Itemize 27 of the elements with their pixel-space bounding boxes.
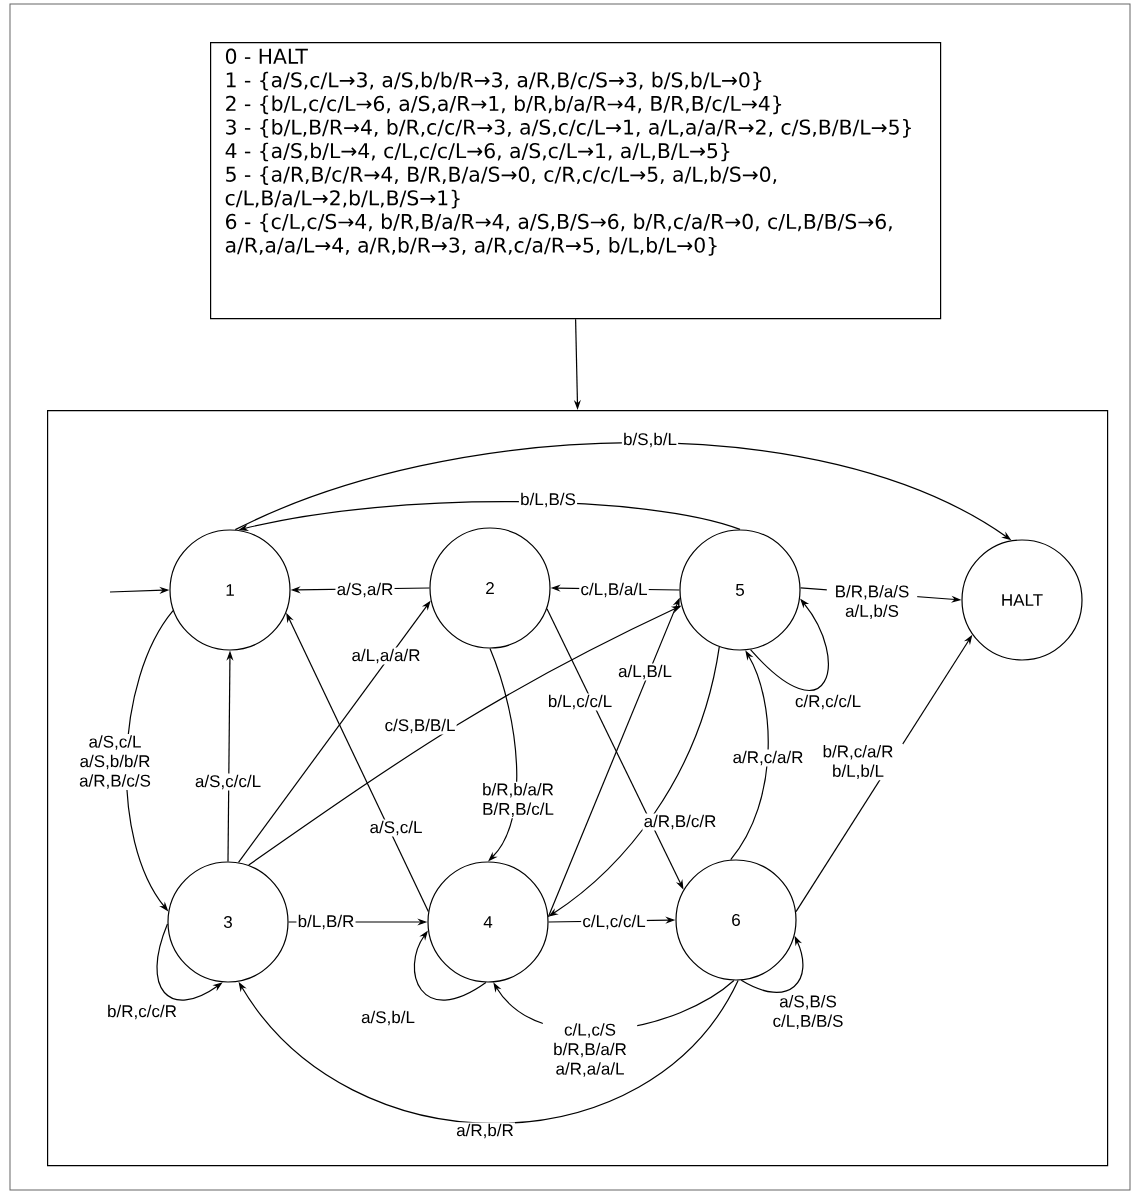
edge-label: a/R,c/a/R [731, 749, 805, 767]
edge-label: c/L,B/a/L [579, 581, 649, 599]
edge-label: a/L,B/L [616, 663, 674, 681]
edge-label: a/S,a/R [335, 581, 395, 599]
arrow [238, 979, 739, 1125]
edge-label: b/L,B/S [518, 491, 578, 509]
edge-label: a/S,c/L a/S,b/b/R a/R,B/c/S [69, 734, 161, 790]
edge-label: b/L,B/R [296, 913, 356, 931]
edge-label: a/S,c/c/L [193, 773, 263, 791]
edge-label: B/R,B/a/S a/L,b/S [826, 583, 918, 621]
edge-label: b/R,c/c/R [105, 1003, 179, 1021]
edge-label: a/S,B/S c/L,B/B/S [762, 993, 854, 1031]
edge-label: a/S,b/L [359, 1009, 417, 1027]
edge-label: a/R,b/R [455, 1122, 515, 1140]
edge-label: c/L,c/c/L [581, 913, 647, 931]
edge-label: a/R,B/c/R [642, 813, 718, 831]
edge-label: a/L,a/a/R [350, 647, 422, 665]
edge-label: c/S,B/B/L [383, 717, 457, 735]
edge-label: b/L,c/c/L [546, 693, 614, 711]
edge-label: c/L,c/S b/R,B/a/R a/R,a/a/L [542, 1022, 638, 1078]
transition-table-box: 0 - HALT 1 - {a/S,c/L→3, a/S,b/b/R→3, a/R,B/c/S→3, b/S,b/L→0} 2 - {b/L,c/c/L→6, a/S,a/R→1, b/R,b/a/R→4, B/R,B/c/L→4} 3 - {b/L,B/R→4, b/R,c/c/R→3, a/S,c/c/L→1, a/L,a/a/R→2, c/S,B/B/L→5} 4 - {a/S,b/L→4, c/L,c/c/L→6, a/S,c/L→1, a/L,B/L→5} 5 - {a/R,B/c/R→4, B/R,B/a/S→0, c/R,c/c/L→5, a/L,b/S→0, c/L,B/a/L→2,b/L,B/S→1} 6 - {c/L,c/S→4, b/R,B/a/R→4, a/S,B/S→6, b/R,c/a/R→0, c/L,B/B/S→6, a/R,a/a/L→4, a/R,b/R→3, a/R,c/a/R→5, b/L,b/L→0} [210, 42, 942, 320]
edge-label: b/R,c/a/R b/L,b/L [812, 743, 904, 781]
diagram-frame [47, 410, 1109, 1167]
edge-label: a/S,c/L [368, 819, 424, 837]
edge-label: c/R,c/c/L [793, 693, 863, 711]
edge-label: b/R,b/a/R B/R,B/c/L [472, 781, 564, 819]
edge-label: b/S,b/L [621, 431, 679, 449]
